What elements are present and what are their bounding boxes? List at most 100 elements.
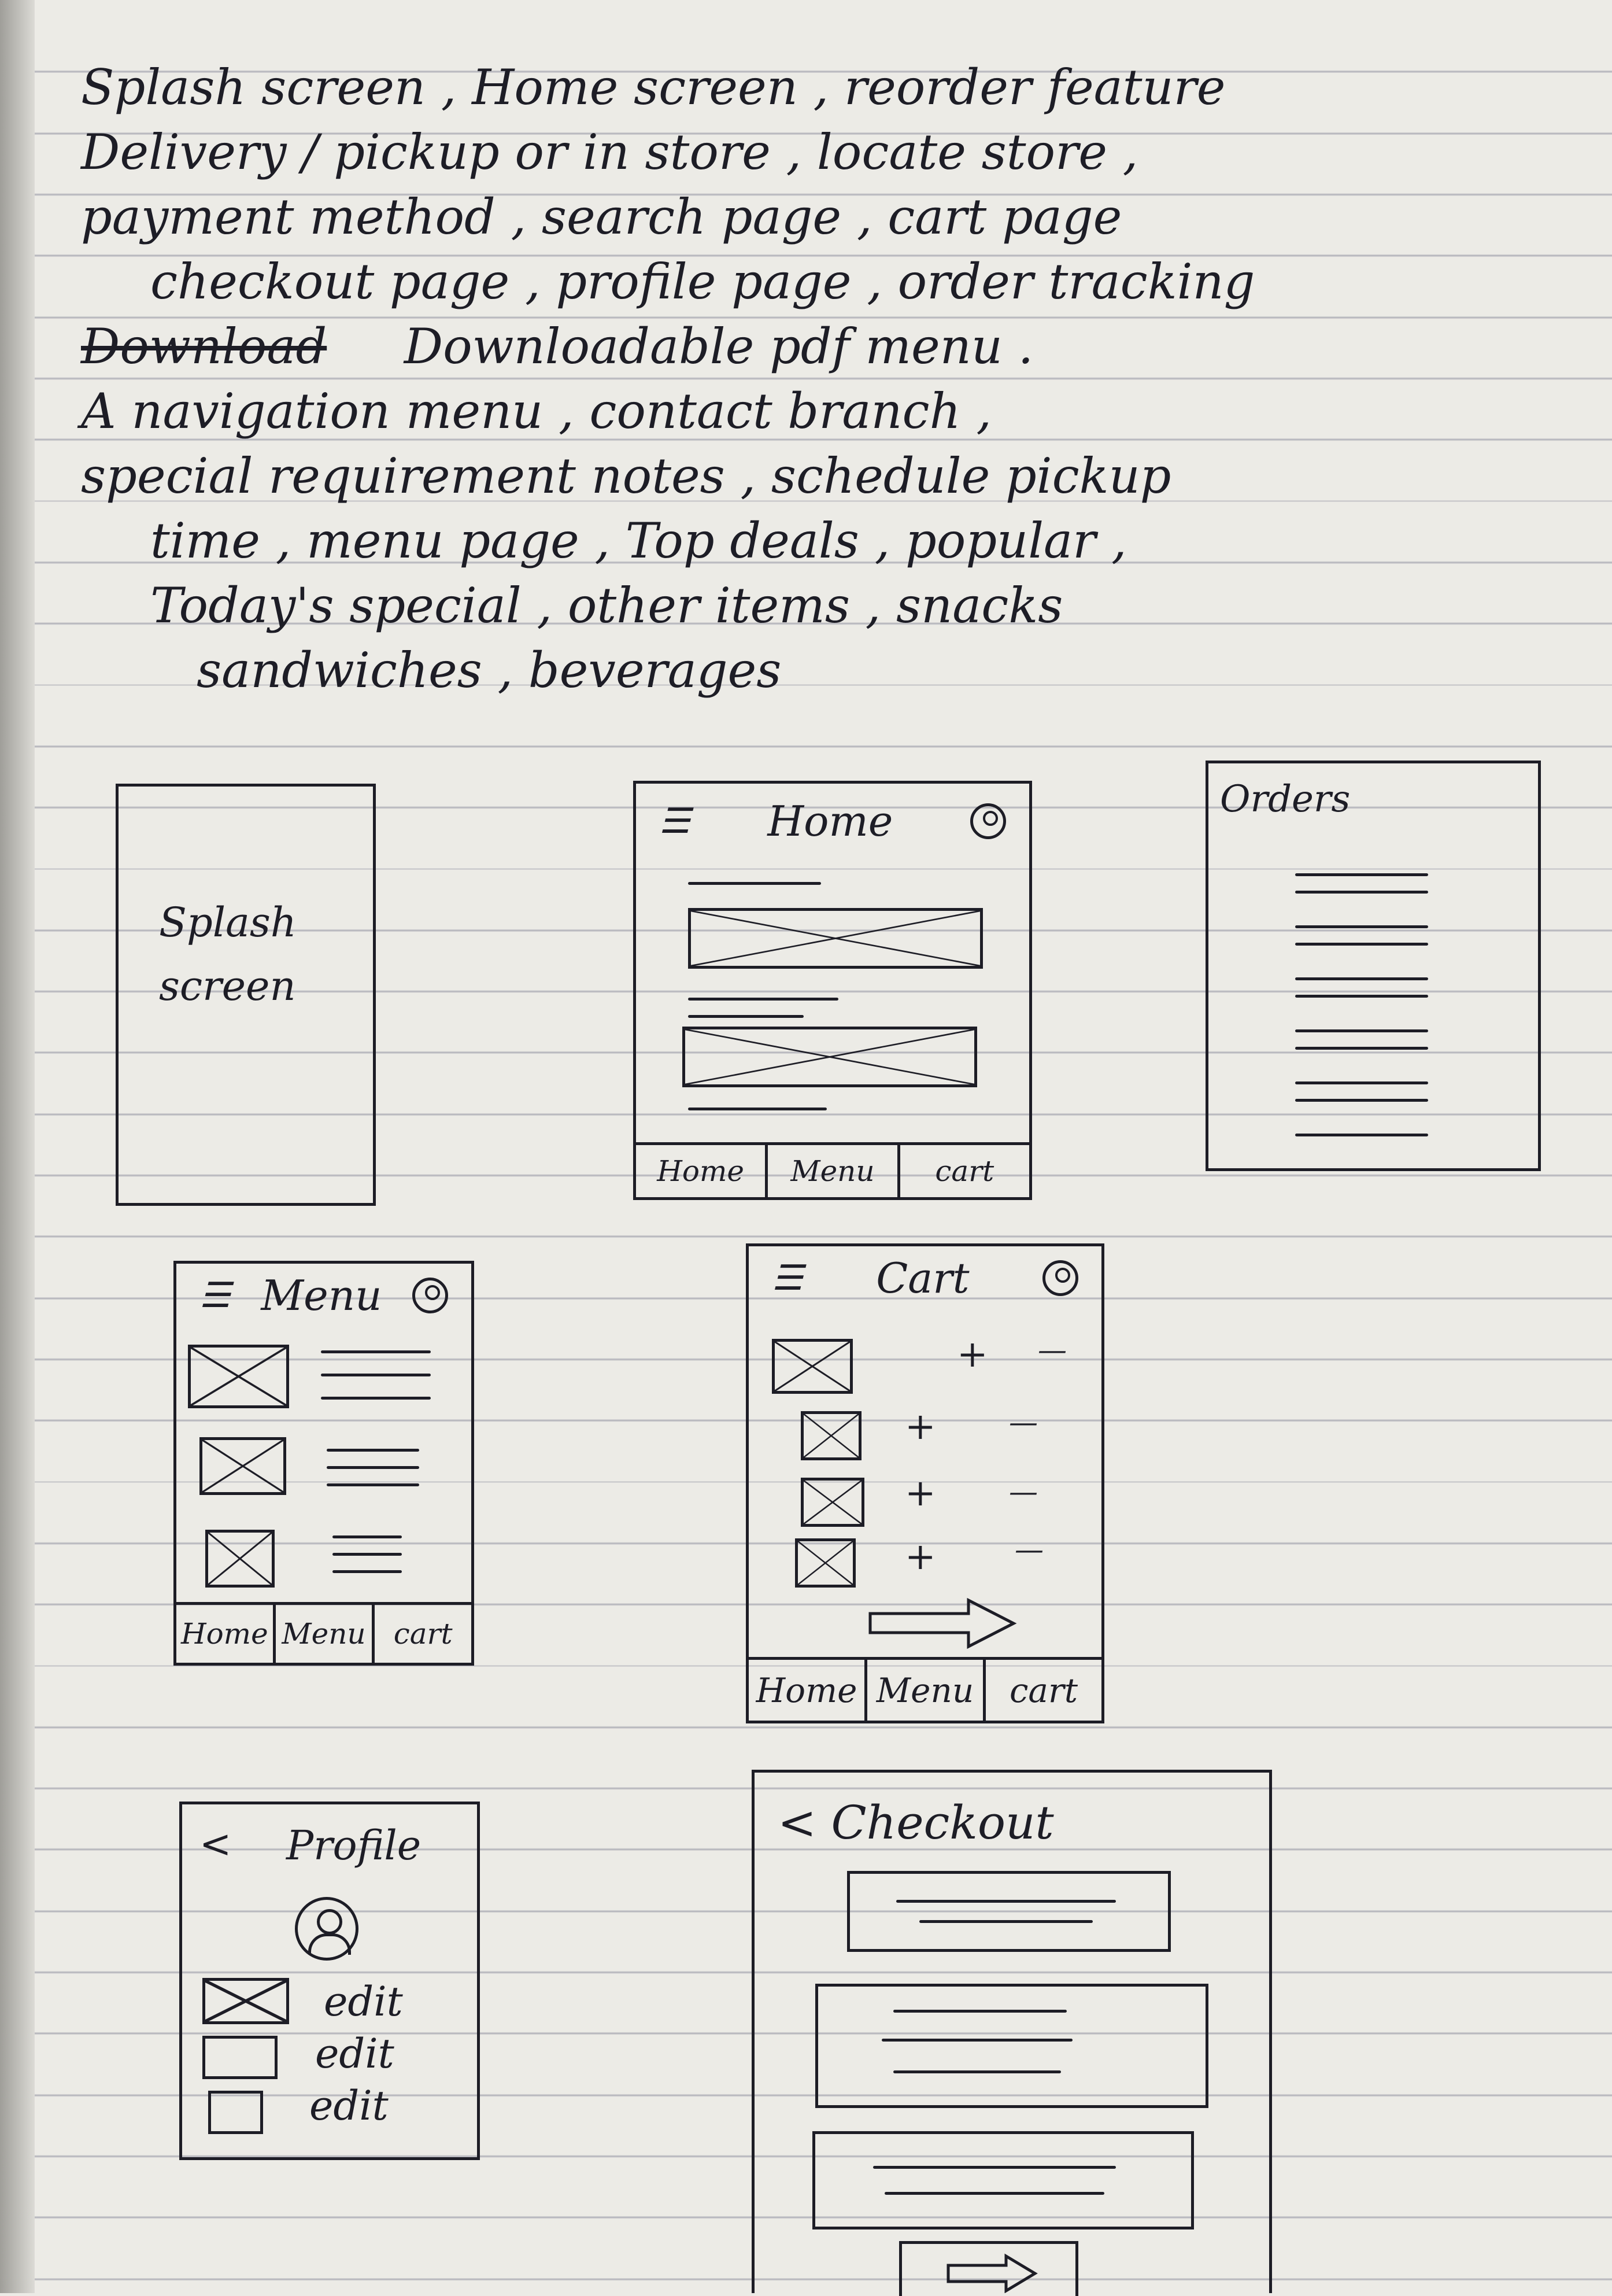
checkout-confirm-button[interactable] bbox=[899, 2241, 1078, 2296]
field-box bbox=[208, 2091, 263, 2134]
screen-title: Cart bbox=[876, 1254, 970, 1302]
increase-button[interactable]: + bbox=[957, 1333, 988, 1376]
splash-screen-wireframe: Splash screen bbox=[116, 784, 376, 1206]
text-line bbox=[321, 1397, 431, 1400]
hamburger-icon[interactable]: ☰ bbox=[199, 1275, 231, 1316]
decrease-button[interactable]: — bbox=[1009, 1475, 1038, 1508]
text-line bbox=[1295, 891, 1428, 894]
text-line bbox=[919, 1920, 1093, 1923]
text-line bbox=[688, 1108, 827, 1110]
note-line: checkout page , profile page , order tra… bbox=[150, 253, 1255, 310]
text-line bbox=[688, 1015, 804, 1018]
image-placeholder-icon bbox=[688, 908, 983, 969]
text-line bbox=[332, 1553, 402, 1556]
back-icon[interactable]: < bbox=[199, 1822, 232, 1866]
text-line bbox=[896, 1900, 1116, 1903]
text-line bbox=[1295, 1047, 1428, 1050]
screen-title: Orders bbox=[1220, 778, 1351, 821]
text-line bbox=[882, 2039, 1073, 2042]
text-line bbox=[1295, 943, 1428, 946]
text-line bbox=[1295, 1134, 1428, 1136]
text-line bbox=[1295, 995, 1428, 998]
tab-home[interactable]: Home bbox=[749, 1660, 867, 1721]
text-line bbox=[1295, 873, 1428, 876]
profile-screen-wireframe: < Profile edit edit edit bbox=[179, 1802, 480, 2160]
increase-button[interactable]: + bbox=[905, 1472, 936, 1515]
image-placeholder-icon bbox=[199, 1437, 286, 1495]
splash-label: screen bbox=[159, 962, 296, 1010]
orders-screen-wireframe: Orders bbox=[1206, 761, 1541, 1171]
text-line bbox=[327, 1449, 419, 1452]
image-placeholder-icon bbox=[801, 1478, 864, 1527]
struck-word: Download bbox=[81, 318, 327, 375]
screen-title: < Checkout bbox=[778, 1796, 1054, 1850]
hamburger-icon[interactable]: ☰ bbox=[659, 801, 690, 841]
checkout-payment-card bbox=[812, 2131, 1194, 2229]
edit-button[interactable]: edit bbox=[324, 1978, 403, 2025]
profile-avatar-icon[interactable] bbox=[970, 803, 1006, 839]
home-screen-wireframe: ☰ Home Home Menu cart bbox=[633, 781, 1032, 1200]
splash-label: Splash bbox=[159, 899, 297, 946]
cart-screen-wireframe: ☰ Cart + — + — + — + — Home Menu car bbox=[746, 1243, 1104, 1723]
image-placeholder-icon bbox=[801, 1411, 862, 1460]
tab-home[interactable]: Home bbox=[176, 1605, 276, 1663]
increase-button[interactable]: + bbox=[905, 1405, 936, 1448]
screen-title: Profile bbox=[286, 1822, 422, 1869]
note-line: Splash screen , Home screen , reorder fe… bbox=[81, 59, 1226, 116]
text-line bbox=[327, 1466, 419, 1469]
profile-avatar-icon[interactable] bbox=[412, 1278, 448, 1313]
arrow-right-icon[interactable] bbox=[864, 1593, 1021, 1651]
note-line: A navigation menu , contact branch , bbox=[81, 383, 992, 440]
hamburger-icon[interactable]: ☰ bbox=[772, 1258, 803, 1298]
feature-notes: Splash screen , Home screen , reorder fe… bbox=[81, 55, 1561, 703]
image-placeholder-icon bbox=[682, 1027, 977, 1087]
decrease-button[interactable]: — bbox=[1038, 1333, 1067, 1367]
menu-screen-wireframe: ☰ Menu Home Menu cart bbox=[173, 1261, 474, 1666]
decrease-button[interactable]: — bbox=[1009, 1405, 1038, 1439]
image-placeholder-icon bbox=[772, 1339, 853, 1394]
tab-cart[interactable]: cart bbox=[393, 1617, 453, 1651]
text-line bbox=[327, 1483, 419, 1486]
text-line bbox=[893, 2070, 1061, 2073]
decrease-button[interactable]: — bbox=[1015, 1533, 1044, 1566]
edit-button[interactable]: edit bbox=[309, 2082, 389, 2129]
profile-avatar-icon[interactable] bbox=[295, 1897, 358, 1961]
profile-avatar-icon[interactable] bbox=[1042, 1260, 1078, 1296]
screen-title: Home bbox=[767, 797, 893, 846]
note-line: Downloadable pdf menu . bbox=[404, 318, 1034, 375]
note-line: payment method , search page , cart page bbox=[81, 189, 1122, 245]
text-line bbox=[893, 2010, 1067, 2013]
tab-cart[interactable]: cart bbox=[935, 1154, 994, 1188]
tab-cart[interactable]: cart bbox=[1009, 1670, 1078, 1710]
text-line bbox=[1295, 925, 1428, 928]
increase-button[interactable]: + bbox=[905, 1535, 936, 1578]
tab-home[interactable]: Home bbox=[636, 1145, 768, 1197]
tab-menu[interactable]: Menu bbox=[768, 1145, 900, 1197]
arrow-right-icon bbox=[947, 2253, 1038, 2293]
tab-menu[interactable]: Menu bbox=[867, 1660, 986, 1721]
text-line bbox=[321, 1374, 431, 1376]
text-line bbox=[885, 2192, 1104, 2195]
edit-button[interactable]: edit bbox=[315, 2030, 394, 2077]
checkout-screen-wireframe: < Checkout bbox=[752, 1770, 1272, 2296]
text-line bbox=[688, 882, 821, 885]
checkout-summary-card bbox=[847, 1871, 1171, 1952]
text-line bbox=[1295, 1081, 1428, 1084]
text-line bbox=[873, 2166, 1116, 2169]
screen-title: Menu bbox=[261, 1271, 382, 1320]
page-binding-shadow bbox=[0, 0, 35, 2293]
image-placeholder-icon bbox=[795, 1538, 856, 1588]
image-placeholder-icon bbox=[188, 1345, 289, 1408]
text-line bbox=[688, 998, 838, 1001]
note-line: sandwiches , beverages bbox=[197, 642, 782, 699]
tab-menu[interactable]: Menu bbox=[276, 1605, 375, 1663]
text-line bbox=[321, 1350, 431, 1353]
text-line bbox=[1295, 1029, 1428, 1032]
text-line bbox=[1295, 977, 1428, 980]
note-line: Today's special , other items , snacks bbox=[150, 577, 1063, 634]
text-line bbox=[1295, 1099, 1428, 1102]
checkout-details-card bbox=[815, 1984, 1208, 2108]
note-line: time , menu page , Top deals , popular , bbox=[150, 512, 1127, 569]
image-placeholder-icon bbox=[202, 1978, 289, 2024]
